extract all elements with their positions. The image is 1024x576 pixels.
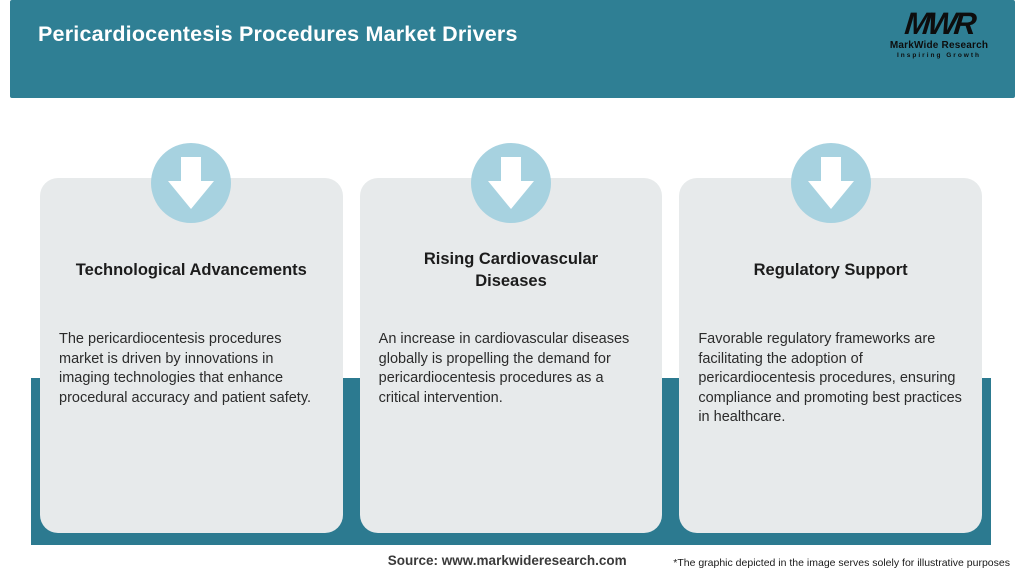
page-title: Pericardiocentesis Procedures Market Dri… [38, 22, 518, 46]
card-title-slot: Rising Cardiovascular Diseases [374, 178, 649, 298]
driver-card-regulatory-support: Regulatory Support Favorable regulatory … [670, 143, 991, 545]
driver-card-technological-advancements: Technological Advancements The pericardi… [31, 143, 352, 545]
card-body-panel: Regulatory Support Favorable regulatory … [679, 178, 982, 533]
arrow-circle-badge [470, 143, 551, 223]
card-description: An increase in cardiovascular diseases g… [378, 331, 630, 406]
down-arrow-icon [487, 157, 534, 209]
logo-name: MarkWide Research [889, 40, 989, 51]
down-arrow-icon [807, 157, 854, 209]
markwide-research-logo: MWR MarkWide Research Inspiring Growth [879, 6, 999, 60]
card-title: Technological Advancements [75, 260, 307, 279]
card-title: Rising Cardiovascular Diseases [423, 249, 599, 290]
disclaimer-note: *The graphic depicted in the image serve… [673, 557, 1010, 569]
card-description: The pericardiocentesis procedures market… [59, 331, 312, 406]
logo-tagline: Inspiring Growth [897, 52, 981, 59]
arrow-circle-badge [790, 143, 871, 223]
driver-cards-row: Technological Advancements The pericardi… [31, 143, 991, 545]
card-title: Regulatory Support [753, 260, 908, 279]
card-title-slot: Technological Advancements [54, 178, 329, 298]
driver-card-rising-cardiovascular-diseases: Rising Cardiovascular Diseases An increa… [350, 143, 672, 545]
logo-acronym: MWR [902, 6, 976, 41]
card-body-panel: Technological Advancements The pericardi… [40, 178, 343, 533]
arrow-circle-badge [151, 143, 232, 223]
down-arrow-icon [168, 157, 215, 209]
header-bar: Pericardiocentesis Procedures Market Dri… [10, 0, 1015, 98]
source-attribution: Source: www.markwideresearch.com [387, 553, 627, 568]
card-body-panel: Rising Cardiovascular Diseases An increa… [359, 178, 663, 533]
card-title-slot: Regulatory Support [693, 178, 968, 298]
card-description: Favorable regulatory frameworks are faci… [698, 331, 962, 425]
